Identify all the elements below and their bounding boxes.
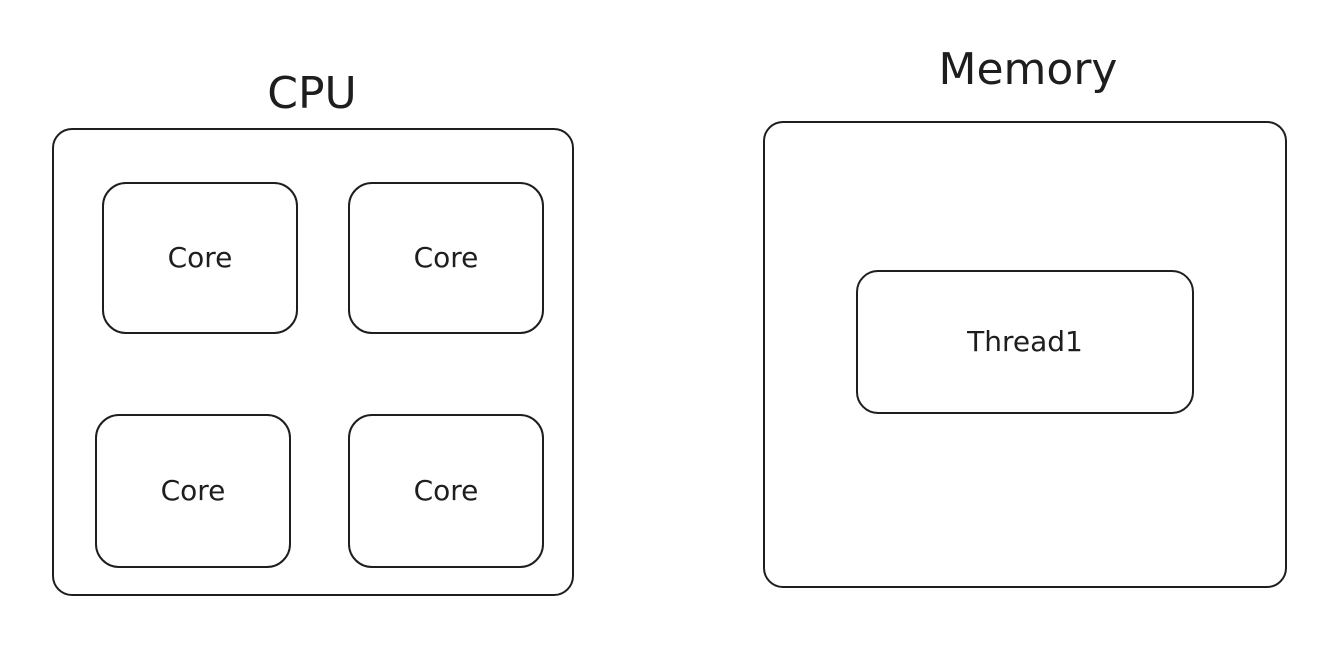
core-label: Core (413, 241, 479, 274)
core-box: Core (102, 182, 298, 334)
memory-box (763, 121, 1287, 588)
thread-box: Thread1 (856, 270, 1194, 414)
thread-label: Thread1 (967, 325, 1083, 358)
core-box: Core (348, 182, 544, 334)
memory-title: Memory (938, 44, 1118, 95)
core-box: Core (95, 414, 291, 568)
core-label: Core (413, 474, 479, 507)
cpu-box (52, 128, 574, 596)
core-label: Core (167, 241, 233, 274)
core-label: Core (160, 474, 226, 507)
core-box: Core (348, 414, 544, 568)
cpu-title: CPU (267, 68, 357, 119)
